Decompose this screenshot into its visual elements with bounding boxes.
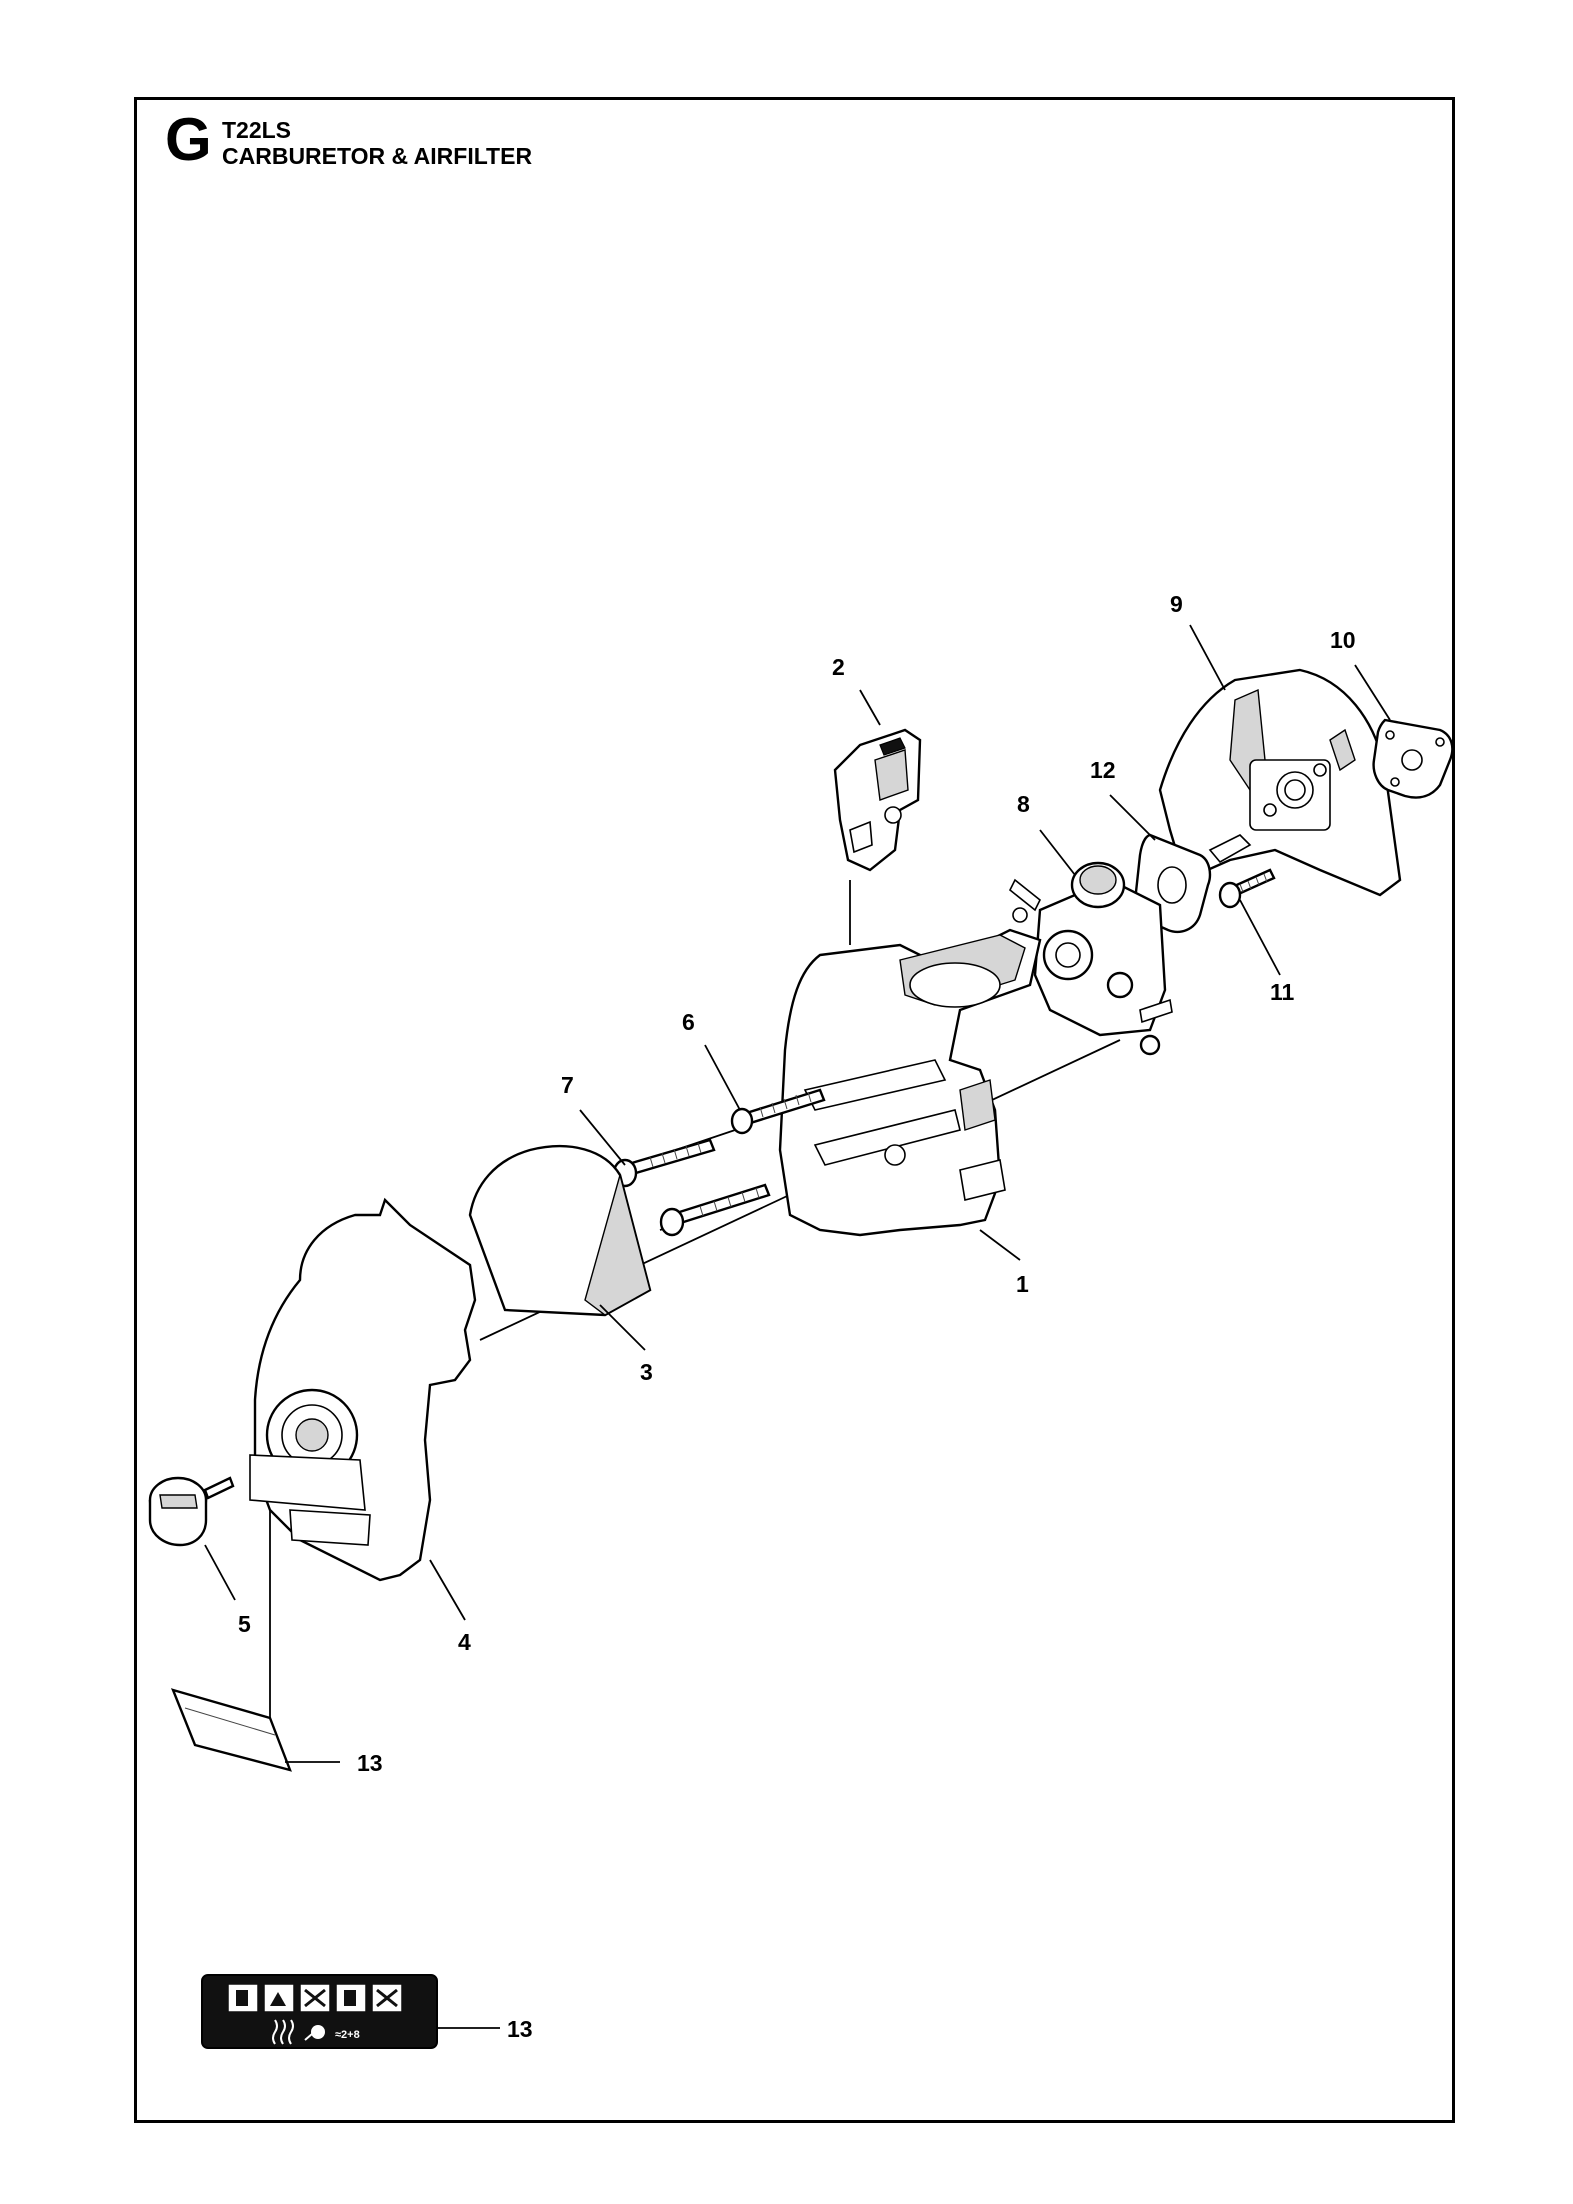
carb-shield xyxy=(1158,668,1402,897)
callout-11: 11 xyxy=(1270,979,1295,1005)
callout-7: 7 xyxy=(561,1072,574,1098)
section-title: CARBURETOR & AIRFILTER xyxy=(222,143,533,169)
callout-13-top: 13 xyxy=(357,1750,383,1776)
callout-2: 2 xyxy=(832,654,845,680)
callout-6: 6 xyxy=(682,1009,695,1035)
bracket-2 xyxy=(833,728,922,872)
callout-12: 12 xyxy=(1090,757,1116,783)
decal-text: ≈2+8 xyxy=(335,2029,360,2041)
knob xyxy=(148,1476,235,1547)
page-frame xyxy=(134,97,1455,2123)
decal-detail: ≈2+8 xyxy=(201,1974,438,2049)
carburetor xyxy=(1008,861,1173,1056)
callout-8: 8 xyxy=(1017,791,1030,817)
gasket-10 xyxy=(1372,718,1454,799)
callout-labels: 1 2 3 4 5 6 7 8 9 10 11 12 13 13 xyxy=(238,591,1356,2042)
filter-cover xyxy=(249,1197,477,1582)
section-letter: G xyxy=(165,106,212,173)
callout-13-bottom: 13 xyxy=(507,2016,533,2042)
air-filter xyxy=(468,1144,652,1317)
callout-10: 10 xyxy=(1330,627,1356,653)
screw-11 xyxy=(1218,868,1276,909)
filter-housing xyxy=(778,928,1042,1237)
bolt-7 xyxy=(612,1138,771,1237)
heat-icon xyxy=(272,2019,294,2045)
callout-4: 4 xyxy=(458,1629,471,1655)
model-title: T22LS xyxy=(222,117,292,143)
decal-13-sheet xyxy=(170,1688,292,1772)
decal-icons xyxy=(227,1983,403,2013)
primer-bulb-icon xyxy=(311,2025,325,2039)
fuel-pump-icon xyxy=(263,1983,295,2013)
callout-3: 3 xyxy=(640,1359,653,1385)
leader-lines xyxy=(204,624,1391,2029)
callout-1: 1 xyxy=(1016,1271,1029,1297)
callout-9: 9 xyxy=(1170,591,1183,617)
bolt-6 xyxy=(730,1088,826,1135)
decal-bottom-row: ≈2+8 xyxy=(272,2019,360,2045)
callout-5: 5 xyxy=(238,1611,251,1637)
